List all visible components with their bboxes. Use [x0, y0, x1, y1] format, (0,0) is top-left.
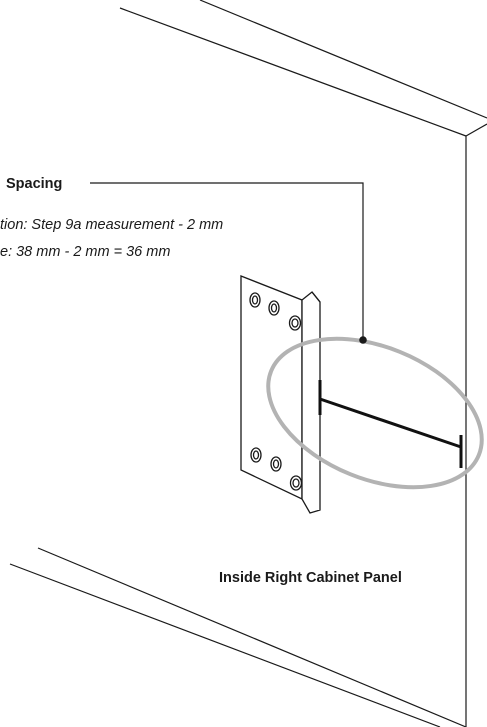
callout-leader — [90, 182, 367, 344]
cabinet-bottom-edge — [9, 547, 467, 727]
callout-line-1: tion: Step 9a measurement - 2 mm — [0, 217, 223, 233]
measurement-line — [319, 397, 462, 449]
cabinet-right-edge — [465, 123, 487, 727]
mounting-bracket — [240, 275, 321, 514]
callout-title: Spacing — [6, 176, 62, 192]
bracket-hole-icon — [291, 318, 299, 328]
bracket-hole-icon — [270, 303, 278, 313]
bracket-hole-icon — [252, 450, 260, 460]
highlight-circle — [266, 336, 484, 490]
spacing-measurement — [318, 380, 463, 468]
bracket-hole-icon — [251, 295, 259, 305]
bracket-hole-icon — [272, 459, 280, 469]
cabinet-top-edge — [119, 0, 487, 137]
panel-label: Inside Right Cabinet Panel — [219, 570, 402, 586]
bracket-hole-icon — [292, 478, 300, 488]
callout-line-2: e: 38 mm - 2 mm = 36 mm — [0, 244, 170, 260]
bracket-flange — [301, 291, 321, 514]
